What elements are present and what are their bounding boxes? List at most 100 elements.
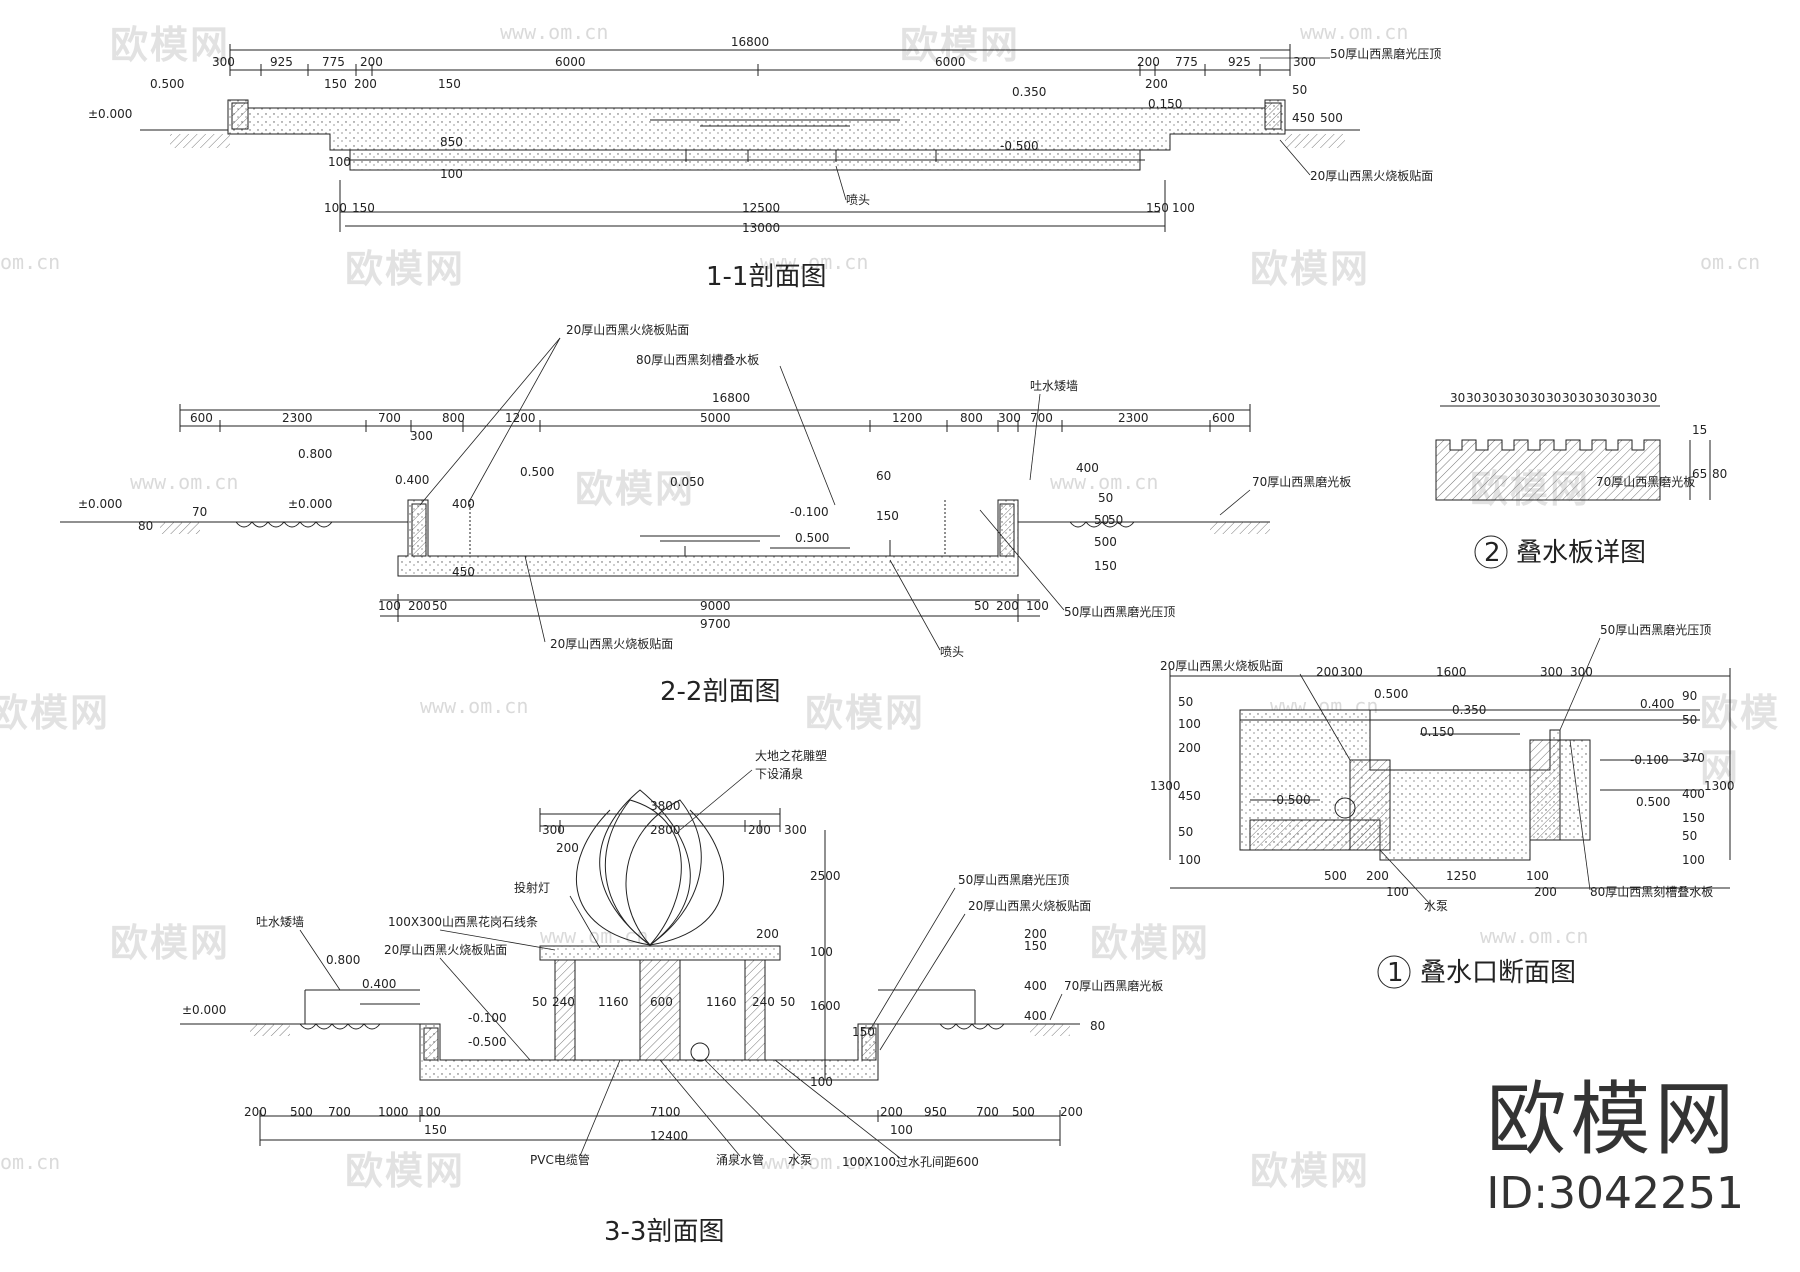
vertical-dim: 300 bbox=[410, 429, 433, 443]
dim-total: 13000 bbox=[742, 221, 780, 235]
dim: 700 bbox=[378, 411, 401, 425]
vertical-dim: 1600 bbox=[810, 999, 841, 1013]
dim: 240 bbox=[552, 995, 575, 1009]
vertical-dim: 100 bbox=[440, 167, 463, 181]
section-3-3-labels: 3800 300 2800 200 300 200 200 50 240 116… bbox=[182, 748, 1163, 1247]
dim: 300 bbox=[784, 823, 807, 837]
dim: 2800 bbox=[650, 823, 681, 837]
vertical-dim: 50 bbox=[1098, 491, 1113, 505]
dim: 775 bbox=[1175, 55, 1198, 69]
note: 100X100过水孔间距600 bbox=[842, 1155, 979, 1169]
dim: 300 bbox=[212, 55, 235, 69]
dim: 30 bbox=[1546, 391, 1561, 405]
vertical-dim: 60 bbox=[876, 469, 891, 483]
dim: 200 bbox=[354, 77, 377, 91]
dim-total: 16800 bbox=[731, 35, 769, 49]
level: -0.100 bbox=[468, 1011, 507, 1025]
vertical-dim: 50 bbox=[1682, 713, 1697, 727]
vertical-dim: 70 bbox=[192, 505, 207, 519]
vertical-dim: 850 bbox=[440, 135, 463, 149]
dim: 1600 bbox=[1436, 665, 1467, 679]
vertical-dim: 200 bbox=[1178, 741, 1201, 755]
note: 50厚山西黑磨光压顶 bbox=[958, 873, 1069, 887]
vertical-dim: 1300 bbox=[1704, 779, 1735, 793]
vertical-dim: 150 bbox=[1024, 939, 1047, 953]
vertical-dim: 500 bbox=[1094, 535, 1117, 549]
section-title: 1-1剖面图 bbox=[706, 262, 826, 292]
vertical-dim: 400 bbox=[452, 497, 475, 511]
level: -0.100 bbox=[1630, 753, 1669, 767]
dim: 100 bbox=[418, 1105, 441, 1119]
note: 50厚山西黑磨光压顶 bbox=[1600, 623, 1711, 637]
dim: 30 bbox=[1562, 391, 1577, 405]
dim: 700 bbox=[328, 1105, 351, 1119]
level: 0.400 bbox=[362, 977, 396, 991]
detail-1-labels: 200 300 1600 300 300 500 200 100 1250 10… bbox=[1150, 623, 1735, 988]
level: 0.500 bbox=[520, 465, 554, 479]
dim: 100 bbox=[324, 201, 347, 215]
section-title: 2-2剖面图 bbox=[660, 677, 780, 707]
level: 0.400 bbox=[1640, 697, 1674, 711]
dim: 1160 bbox=[706, 995, 737, 1009]
vertical-dim: 400 bbox=[1682, 787, 1705, 801]
dim: 30 bbox=[1466, 391, 1481, 405]
vertical-dim: 1300 bbox=[1150, 779, 1181, 793]
vertical-dim: 50 bbox=[1178, 825, 1193, 839]
vertical-dim: 50 bbox=[1094, 513, 1109, 527]
dim: 6000 bbox=[555, 55, 586, 69]
level: 0.350 bbox=[1452, 703, 1486, 717]
note: 70厚山西黑磨光板 bbox=[1252, 475, 1351, 489]
sculpture-flower bbox=[599, 789, 691, 946]
level: 0.500 bbox=[795, 531, 829, 545]
vertical-dim: 400 bbox=[1024, 1009, 1047, 1023]
note: 70厚山西黑磨光板 bbox=[1596, 475, 1695, 489]
level: 0.800 bbox=[298, 447, 332, 461]
dim: 300 bbox=[1340, 665, 1363, 679]
vertical-dim: 150 bbox=[852, 1025, 875, 1039]
dim: 1200 bbox=[505, 411, 536, 425]
dim: 30 bbox=[1578, 391, 1593, 405]
vertical-dim: 80 bbox=[1712, 467, 1727, 481]
dim: 300 bbox=[542, 823, 565, 837]
dim: 300 bbox=[1293, 55, 1316, 69]
dim: 12500 bbox=[742, 201, 780, 215]
dim: 50 bbox=[974, 599, 989, 613]
dim: 1160 bbox=[598, 995, 629, 1009]
section-title: 3-3剖面图 bbox=[604, 1217, 724, 1247]
note: 喷头 bbox=[846, 193, 870, 207]
level: ±0.000 bbox=[182, 1003, 226, 1017]
level: -0.500 bbox=[468, 1035, 507, 1049]
dim: 300 bbox=[1540, 665, 1563, 679]
vertical-dim: 200 bbox=[1024, 927, 1047, 941]
vertical-dim: 400 bbox=[1076, 461, 1099, 475]
vertical-dim: 100 bbox=[328, 155, 351, 169]
level: 0.500 bbox=[150, 77, 184, 91]
dim: 200 bbox=[1137, 55, 1160, 69]
dim: 100 bbox=[1386, 885, 1409, 899]
dim: 775 bbox=[322, 55, 345, 69]
vertical-dim: 90 bbox=[1682, 689, 1697, 703]
dim: 200 bbox=[1316, 665, 1339, 679]
brand-logo-text: 欧模网 bbox=[1486, 1073, 1739, 1166]
level: ±0.000 bbox=[288, 497, 332, 511]
dim: 30 bbox=[1514, 391, 1529, 405]
dim: 200 bbox=[360, 55, 383, 69]
section-3-3 bbox=[180, 789, 1080, 1146]
dim: 30 bbox=[1482, 391, 1497, 405]
section-2-2-leaders bbox=[419, 337, 1251, 651]
dim: 2300 bbox=[282, 411, 313, 425]
dim: 9000 bbox=[700, 599, 731, 613]
detail-title: 叠水板详图 bbox=[1516, 538, 1646, 568]
dim: 30 bbox=[1530, 391, 1545, 405]
vertical-dim: 50 bbox=[1178, 695, 1193, 709]
dim: 150 bbox=[1146, 201, 1169, 215]
note: 投射灯 bbox=[514, 880, 550, 895]
dim: 200 bbox=[1366, 869, 1389, 883]
level: ±0.000 bbox=[88, 107, 132, 121]
dim: 300 bbox=[1570, 665, 1593, 679]
note: 涌泉水管 bbox=[716, 1152, 764, 1167]
dim-total: 9700 bbox=[700, 617, 731, 631]
note: 50厚山西黑磨光压顶 bbox=[1330, 47, 1441, 61]
vertical-dim: 50 bbox=[1292, 83, 1307, 97]
